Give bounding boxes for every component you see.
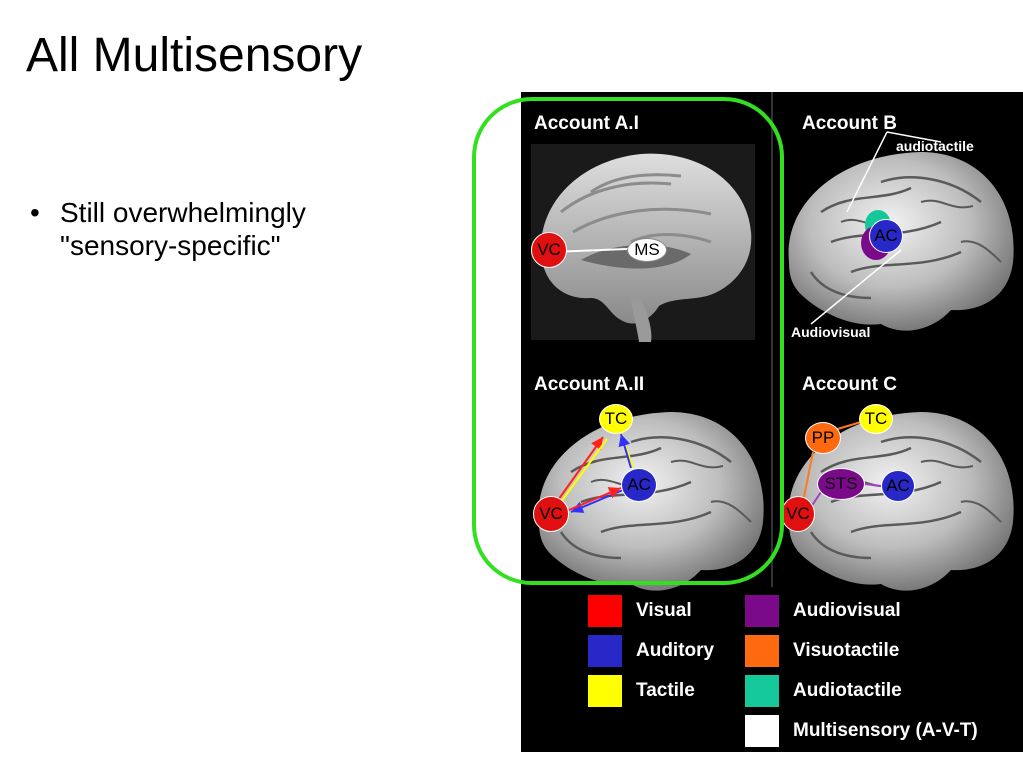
label-audiovisual: Audiovisual xyxy=(791,324,871,340)
legend-label-audiotactile: Audiotactile xyxy=(793,680,902,701)
audiotactile-pointer xyxy=(886,131,942,143)
arrow-vc-ac xyxy=(568,487,622,511)
legend-swatch-visuotactile xyxy=(745,635,779,667)
region-tc-a2: TC xyxy=(599,404,633,434)
panel-title-a2: Account A.II xyxy=(534,374,645,395)
region-vc-a2: VC xyxy=(533,496,569,532)
legend-item-tactile: Tactile xyxy=(588,675,695,707)
audiotactile-leader xyxy=(846,131,888,213)
region-ac-b: AC xyxy=(869,219,903,253)
legend-swatch-audiovisual xyxy=(745,595,779,627)
legend-label-tactile: Tactile xyxy=(636,680,695,701)
panel-title-c: Account C xyxy=(802,374,897,395)
region-sts: STS xyxy=(817,468,865,500)
legend-label-visuotactile: Visuotactile xyxy=(793,640,900,661)
region-ac-a2: AC xyxy=(621,468,657,502)
bullet-item: • Still overwhelmingly "sensory-specific… xyxy=(30,196,430,262)
audiovisual-pointer xyxy=(810,249,902,325)
legend-swatch-audiotactile xyxy=(745,675,779,707)
legend-item-visual: Visual xyxy=(588,595,692,627)
region-ms: MS xyxy=(627,238,667,262)
legend-label-audiovisual: Audiovisual xyxy=(793,600,901,621)
slide-title: All Multisensory xyxy=(26,29,363,82)
legend-item-visuotactile: Visuotactile xyxy=(745,635,899,667)
legend-swatch-auditory xyxy=(588,635,622,667)
bullet-list: • Still overwhelmingly "sensory-specific… xyxy=(30,196,430,262)
legend-item-audiotactile: Audiotactile xyxy=(745,675,902,707)
legend-label-auditory: Auditory xyxy=(636,640,715,661)
brain-figure: Account A.I Account B Account A.II Accou… xyxy=(521,92,1023,752)
region-tc-c: TC xyxy=(859,404,893,434)
line-sts-ac xyxy=(864,483,882,487)
legend-item-auditory: Auditory xyxy=(588,635,714,667)
bullet-text: Still overwhelmingly "sensory-specific" xyxy=(60,197,306,262)
region-vc-a1: VC xyxy=(531,232,567,268)
bullet-dot-icon: • xyxy=(30,197,40,228)
region-pp: PP xyxy=(805,422,841,454)
legend-item-multisensory: Multisensory (A-V-T) xyxy=(745,715,978,747)
legend-swatch-visual xyxy=(588,595,622,627)
region-vc-c: VC xyxy=(781,496,815,532)
arrow-tc-vc xyxy=(549,438,608,516)
legend-swatch-multisensory xyxy=(745,715,779,747)
label-audiotactile: audiotactile xyxy=(896,138,974,154)
panel-title-b: Account B xyxy=(802,113,897,134)
legend-item-audiovisual: Audiovisual xyxy=(745,595,901,627)
arrow-ac-tc xyxy=(618,433,632,469)
line-pp-vc xyxy=(802,451,814,503)
region-ac-c: AC xyxy=(881,470,915,502)
highlight-box xyxy=(472,97,784,585)
legend-swatch-tactile xyxy=(588,675,622,707)
panel-title-a1: Account A.I xyxy=(534,113,639,134)
legend-label-visual: Visual xyxy=(636,600,692,621)
legend-label-multisensory: Multisensory (A-V-T) xyxy=(793,720,978,741)
